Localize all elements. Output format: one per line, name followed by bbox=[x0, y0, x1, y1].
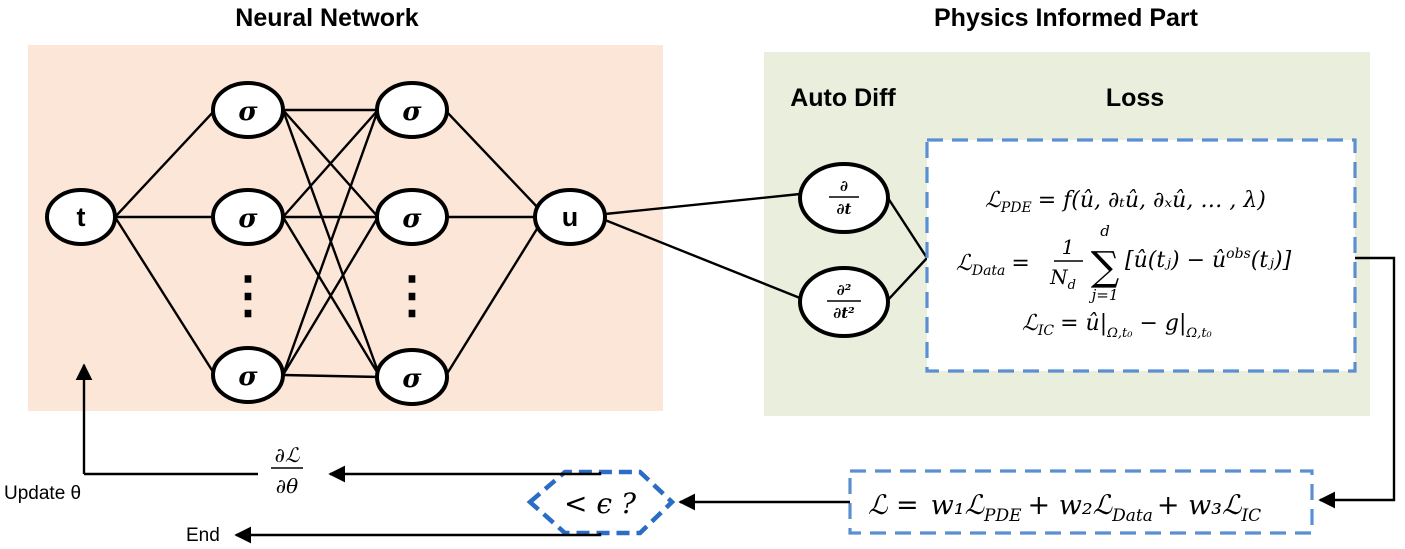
input-node-label: t bbox=[77, 202, 86, 232]
data-loss-frac-den: Nd bbox=[1049, 265, 1076, 293]
hidden2-node-1-label: σ bbox=[402, 97, 422, 127]
output-node bbox=[533, 188, 607, 246]
total-loss-box bbox=[848, 469, 1314, 535]
convergence-check-label: < ϵ ? bbox=[564, 487, 637, 520]
ic-loss-equation: ℒIC= û|Ω,t₀ − g|Ω,t₀ bbox=[1022, 311, 1213, 341]
data-loss-sum-bottom: j=1 bbox=[1089, 286, 1119, 304]
hidden1-node-1-label: σ bbox=[238, 97, 258, 127]
loss-title: Loss bbox=[1106, 84, 1164, 112]
output-node-label: u bbox=[562, 202, 579, 232]
hidden1-node-2 bbox=[211, 188, 285, 246]
hidden1-node-3 bbox=[211, 346, 285, 404]
network-edges bbox=[113, 108, 929, 379]
hidden1-ellipsis: ⋮ bbox=[223, 267, 273, 323]
hidden2-node-2 bbox=[375, 188, 449, 246]
input-node bbox=[45, 188, 117, 246]
first-derivative-numerator: ∂ bbox=[840, 177, 848, 195]
neural-network-title: Neural Network bbox=[235, 4, 418, 32]
data-loss-label: ℒData= bbox=[956, 251, 1030, 279]
data-loss-sum: ∑ bbox=[1091, 244, 1120, 290]
gradient-denominator: ∂θ bbox=[276, 474, 298, 498]
hidden2-node-3-label: σ bbox=[402, 364, 422, 394]
update-label: Update θ bbox=[4, 483, 81, 504]
second-derivative-numerator: ∂² bbox=[837, 281, 852, 299]
data-loss-body: [û(tⱼ) − ûobs(tⱼ)] bbox=[1125, 246, 1292, 273]
end-arrow bbox=[234, 526, 602, 544]
pde-loss-equation: ℒPDE= f(û, ∂ₜû, ∂ₓû, … , λ) bbox=[985, 188, 1266, 216]
loss-equations-box bbox=[925, 138, 1357, 373]
hidden2-node-2-label: σ bbox=[402, 204, 422, 234]
physics-part-title: Physics Informed Part bbox=[934, 4, 1199, 32]
hidden2-node-1 bbox=[375, 81, 449, 139]
auto-diff-title: Auto Diff bbox=[790, 84, 896, 112]
loss-to-total-arrow bbox=[1318, 256, 1396, 509]
first-derivative-denominator: ∂t bbox=[837, 200, 852, 218]
second-derivative-denominator: ∂t² bbox=[833, 304, 855, 322]
hidden2-node-3 bbox=[375, 348, 449, 406]
gradient-numerator: ∂ℒ bbox=[275, 443, 300, 467]
data-loss-sum-top: d bbox=[1100, 222, 1110, 240]
gradient-return-arrow bbox=[328, 465, 602, 483]
hidden2-ellipsis: ⋮ bbox=[387, 267, 437, 323]
hidden1-node-3-label: σ bbox=[238, 362, 258, 392]
data-loss-frac-num: 1 bbox=[1062, 235, 1075, 259]
second-derivative-node bbox=[798, 266, 890, 338]
total-loss-equation: ℒ =w₁ℒPDE+ w₂ℒData+ w₃ℒIC bbox=[868, 490, 1261, 526]
hidden1-node-2-label: σ bbox=[238, 204, 258, 234]
first-derivative-node bbox=[798, 162, 890, 234]
convergence-check-diamond bbox=[526, 469, 676, 536]
hidden1-node-1 bbox=[211, 81, 285, 139]
end-label: End bbox=[186, 525, 220, 546]
